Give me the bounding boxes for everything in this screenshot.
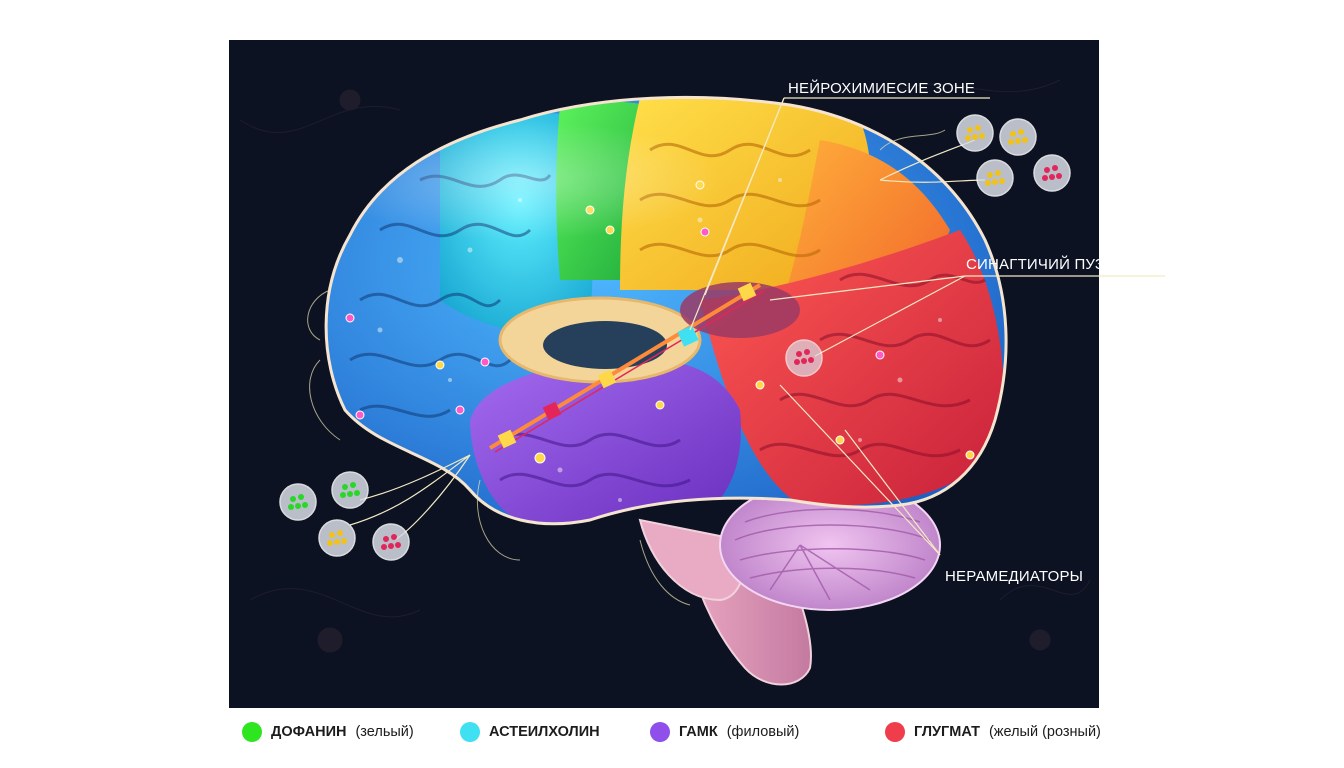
callout-neurochemical-zones: НЕЙРОХИМИЕСИЕ ЗОНЕ — [788, 80, 976, 97]
legend-item-glutamate: ГЛУГМАТ (желый (розный) — [885, 722, 1101, 742]
legend-swatch-green — [242, 722, 262, 742]
legend: ДОФАНИН (зельый) АСТЕИЛХОЛИН ГАМК (филов… — [240, 722, 1140, 748]
legend-swatch-red — [885, 722, 905, 742]
legend-item-dopamine: ДОФАНИН (зельый) — [242, 722, 414, 742]
illustration-background — [229, 40, 1099, 708]
callout-neuromediators: НЕРАМЕДИАТОРЫ — [945, 568, 1084, 585]
legend-label: ДОФАНИН — [271, 724, 347, 740]
legend-note: (филовый) — [726, 724, 800, 740]
legend-label: АСТЕИЛХОЛИН — [489, 724, 600, 740]
callout-synaptic-vesicles: СИНАГТИЧИЙ ПУЗЫВКИ — [966, 256, 1148, 273]
legend-label: ГЛУГМАТ — [914, 724, 980, 740]
legend-label: ГАМК — [679, 724, 718, 740]
legend-item-gaba: ГАМК (филовый) — [650, 722, 799, 742]
legend-swatch-cyan — [460, 722, 480, 742]
legend-swatch-purple — [650, 722, 670, 742]
legend-item-acetylcholine: АСТЕИЛХОЛИН — [460, 722, 609, 742]
legend-note: (желый (розный) — [988, 724, 1101, 740]
legend-note: (зельый) — [355, 724, 414, 740]
